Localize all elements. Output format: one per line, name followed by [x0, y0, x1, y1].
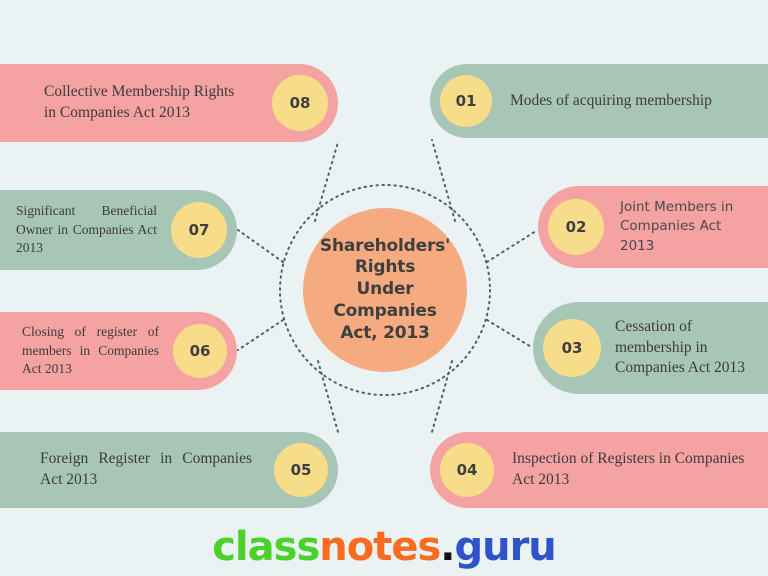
connector-08 — [314, 141, 339, 222]
node-01[interactable]: 01 Modes of acquiring membership — [430, 64, 768, 138]
logo-part-dot: . — [440, 524, 455, 570]
node-03-label: Cessation of membership in Companies Act… — [615, 318, 746, 377]
node-07-badge: 07 — [171, 202, 227, 258]
connector-06 — [237, 319, 284, 351]
node-04-label: Inspection of Registers in Companies Act… — [512, 450, 745, 488]
connector-02 — [486, 230, 537, 263]
node-01-label: Modes of acquiring membership — [510, 91, 712, 109]
node-05-badge: 05 — [274, 443, 328, 497]
classnotes-guru-logo: classnotes.guru — [0, 524, 768, 570]
node-06-badge: 06 — [173, 324, 227, 378]
node-03[interactable]: 03 Cessation of membership in Companies … — [533, 302, 768, 394]
node-07-label: Significant Beneficial Owner in Companie… — [16, 202, 157, 256]
logo-part-guru: guru — [454, 524, 556, 570]
node-05[interactable]: 05 Foreign Register in Companies Act 201… — [0, 432, 338, 508]
connector-07 — [237, 229, 284, 263]
connector-01 — [431, 139, 456, 222]
logo-part-class: class — [212, 524, 320, 570]
node-03-badge: 03 — [543, 319, 601, 377]
center-title-line-2: Under Companies — [333, 279, 437, 321]
node-08[interactable]: 08 Collective Membership Rights in Compa… — [0, 64, 338, 142]
node-08-label: Collective Membership Rights in Companie… — [44, 83, 235, 121]
center-hub-title: Shareholders' Rights Under Companies Act… — [303, 236, 467, 345]
center-title-line-1: Shareholders' Rights — [319, 235, 451, 278]
node-06[interactable]: 06 Closing of register of members in Com… — [0, 312, 237, 390]
node-06-label: Closing of register of members in Compan… — [22, 323, 159, 377]
center-title-line-3: Act, 2013 — [340, 322, 430, 343]
node-04[interactable]: 04 Inspection of Registers in Companies … — [430, 432, 768, 508]
center-hub: Shareholders' Rights Under Companies Act… — [303, 208, 467, 372]
node-08-badge: 08 — [272, 75, 328, 131]
node-04-badge: 04 — [440, 443, 494, 497]
connector-03 — [486, 319, 534, 349]
node-02[interactable]: 02 Joint Members in Companies Act 2013 — [538, 186, 768, 268]
node-02-label: Joint Members in Companies Act 2013 — [620, 198, 734, 254]
node-01-badge: 01 — [440, 75, 492, 127]
node-07[interactable]: 07 Significant Beneficial Owner in Compa… — [0, 190, 237, 270]
node-05-label: Foreign Register in Companies Act 2013 — [40, 450, 252, 488]
logo-part-notes: notes — [319, 524, 441, 570]
connector-05 — [317, 360, 339, 433]
node-02-badge: 02 — [548, 199, 604, 255]
connector-04 — [431, 360, 453, 433]
